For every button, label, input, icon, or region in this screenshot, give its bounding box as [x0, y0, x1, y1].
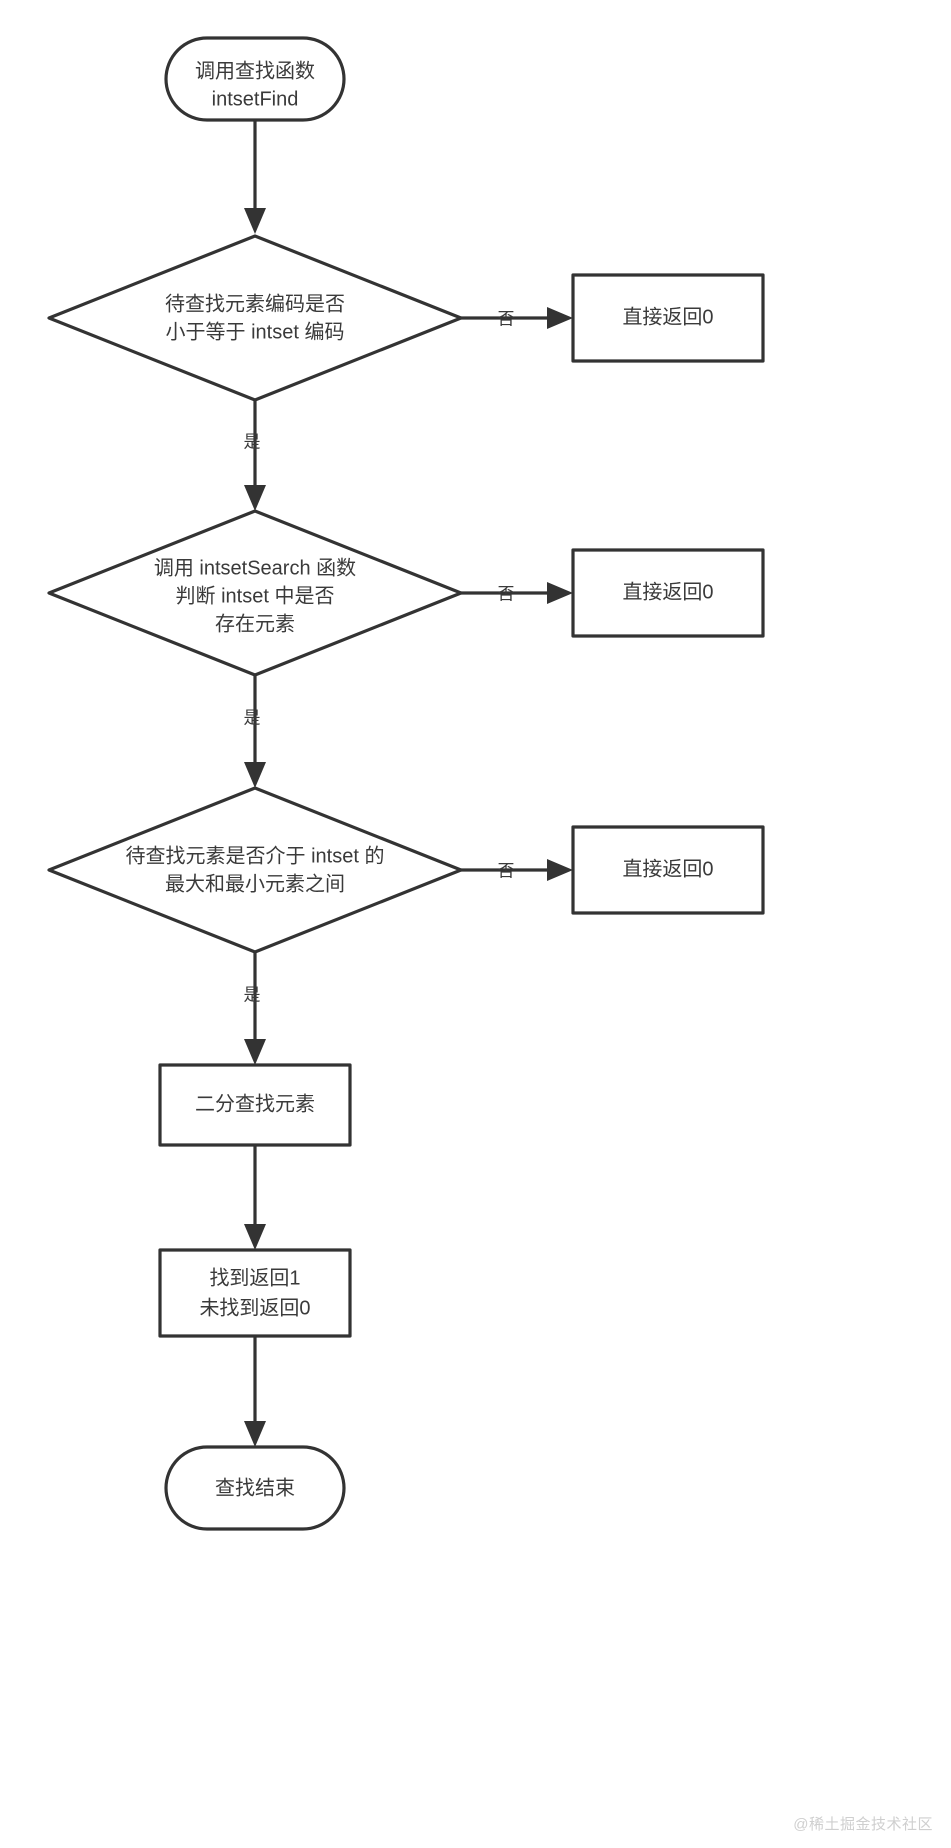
connector-decision1-to-return1: 否 [461, 307, 573, 329]
edge-label-no3: 否 [498, 861, 515, 880]
result-label-line1: 找到返回1 [209, 1266, 300, 1289]
connector-binary-search-to-result [244, 1145, 266, 1250]
return3-shape [571, 825, 765, 915]
connector-decision2-to-return2: 否 [461, 582, 573, 604]
edge-label-yes2: 是 [244, 708, 261, 727]
decision1-label-line2: 小于等于 intset 编码 [166, 320, 345, 343]
arrowhead-icon [244, 762, 266, 788]
start-label-line1: 调用查找函数 [195, 59, 315, 82]
node-result[interactable]: 找到返回1 未找到返回0 [158, 1248, 352, 1338]
return3-label: 直接返回0 [622, 857, 713, 880]
connector-decision3-to-binary-search: 是 [244, 952, 266, 1065]
decision2-label-line3: 存在元素 [215, 612, 295, 635]
edge-label-no1: 否 [498, 309, 515, 328]
node-decision3[interactable]: 待查找元素是否介于 intset 的 最大和最小元素之间 [47, 786, 463, 954]
node-decision2[interactable]: 调用 intsetSearch 函数 判断 intset 中是否 存在元素 [47, 509, 463, 677]
binary-search-shape [158, 1063, 352, 1147]
return1-shape [571, 273, 765, 363]
node-decision1[interactable]: 待查找元素编码是否 小于等于 intset 编码 [47, 234, 463, 402]
return1-label: 直接返回0 [622, 305, 713, 328]
decision1-shape [47, 234, 463, 402]
arrowhead-icon [547, 582, 573, 604]
arrowhead-icon [547, 307, 573, 329]
connector-decision2-to-decision3: 是 [244, 675, 266, 788]
end-shape [164, 1445, 346, 1531]
connector-decision1-to-decision2: 是 [244, 400, 266, 511]
arrowhead-icon [244, 1224, 266, 1250]
binary-search-label: 二分查找元素 [195, 1092, 315, 1115]
node-return1[interactable]: 直接返回0 [571, 273, 765, 363]
edge-label-yes1: 是 [244, 432, 261, 451]
node-return2[interactable]: 直接返回0 [571, 548, 765, 638]
decision2-label-line1: 调用 intsetSearch 函数 [154, 556, 356, 579]
arrowhead-icon [244, 1039, 266, 1065]
connector-result-to-end [244, 1336, 266, 1447]
end-label: 查找结束 [215, 1476, 295, 1499]
edge-label-no2: 否 [498, 584, 515, 603]
result-label-line2: 未找到返回0 [199, 1296, 310, 1319]
node-end[interactable]: 查找结束 [164, 1445, 346, 1531]
arrowhead-icon [244, 1421, 266, 1447]
connector-start-to-decision1 [244, 120, 266, 234]
node-start[interactable]: 调用查找函数 intsetFind [164, 36, 346, 122]
start-label-line2: intsetFind [212, 88, 299, 110]
return2-shape [571, 548, 765, 638]
connector-decision3-to-return3: 否 [461, 859, 573, 881]
watermark: @稀土掘金技术社区 [793, 1816, 933, 1833]
arrowhead-icon [547, 859, 573, 881]
edge-label-yes3: 是 [244, 985, 261, 1004]
decision3-shape [47, 786, 463, 954]
node-binary-search[interactable]: 二分查找元素 [158, 1063, 352, 1147]
decision1-label-line1: 待查找元素编码是否 [165, 292, 345, 315]
decision2-label-line2: 判断 intset 中是否 [176, 584, 335, 607]
decision3-label-line1: 待查找元素是否介于 intset 的 [126, 844, 385, 867]
arrowhead-icon [244, 485, 266, 511]
node-return3[interactable]: 直接返回0 [571, 825, 765, 915]
result-shape [158, 1248, 352, 1338]
arrowhead-icon [244, 208, 266, 234]
return2-label: 直接返回0 [622, 580, 713, 603]
decision3-label-line2: 最大和最小元素之间 [165, 872, 345, 895]
